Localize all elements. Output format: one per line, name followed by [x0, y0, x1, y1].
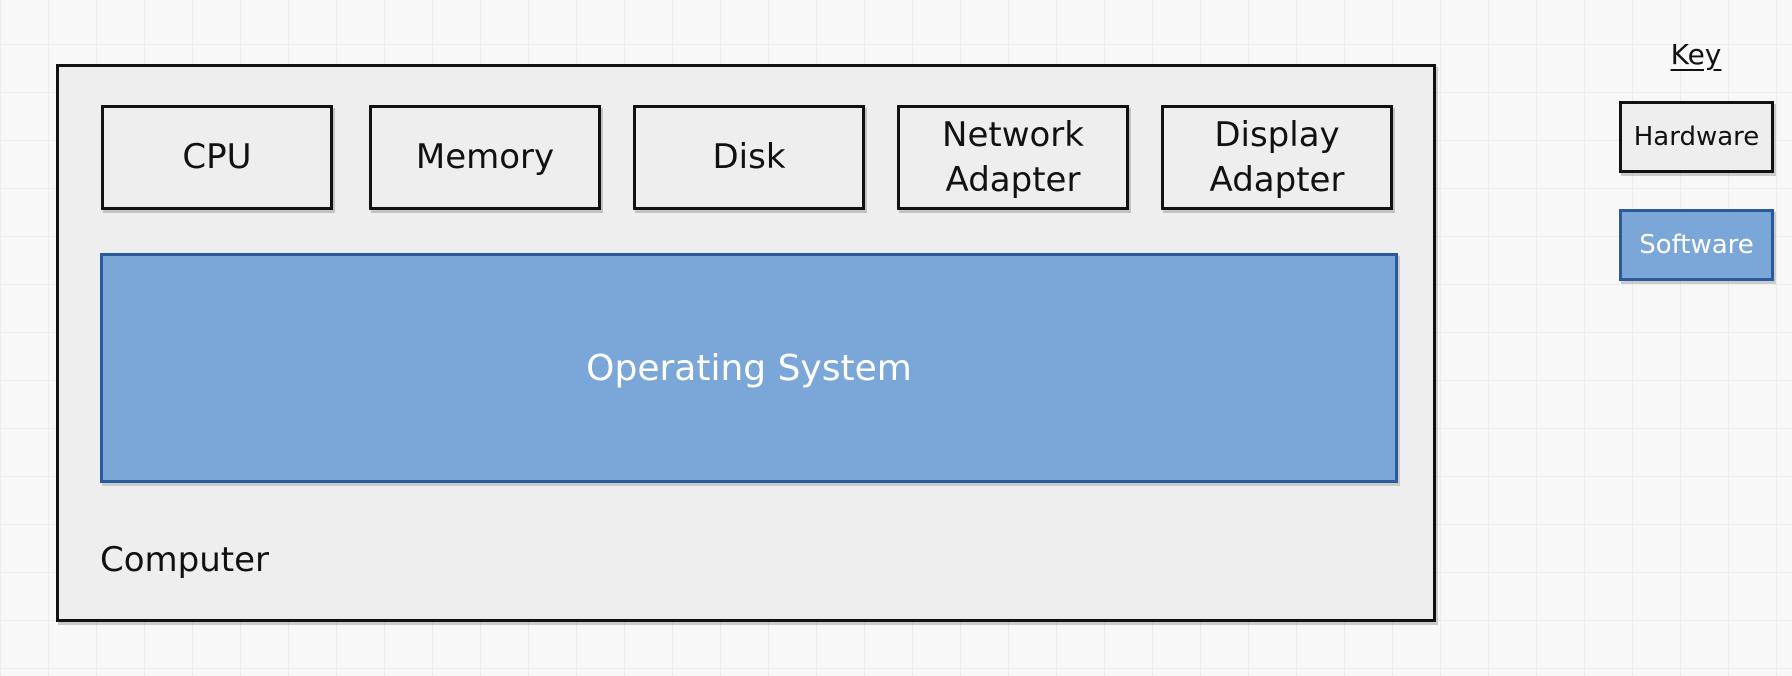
operating-system-box: Operating System [100, 253, 1398, 483]
operating-system-label: Operating System [586, 347, 912, 389]
display-adapter-box: Display Adapter [1161, 105, 1393, 210]
key-hardware-swatch: Hardware [1619, 101, 1774, 173]
key-hardware-label: Hardware [1633, 122, 1760, 152]
disk-label: Disk [712, 137, 786, 178]
network-adapter-label: Network Adapter [942, 115, 1084, 200]
key-software-swatch: Software [1619, 209, 1774, 281]
key-title: Key [1670, 38, 1722, 71]
network-adapter-box: Network Adapter [897, 105, 1129, 210]
memory-label: Memory [415, 137, 555, 178]
disk-box: Disk [633, 105, 865, 210]
computer-label: Computer [100, 540, 270, 580]
memory-box: Memory [369, 105, 601, 210]
cpu-label: CPU [182, 137, 252, 178]
display-adapter-label: Display Adapter [1209, 115, 1345, 200]
key-software-label: Software [1639, 230, 1754, 260]
cpu-box: CPU [101, 105, 333, 210]
